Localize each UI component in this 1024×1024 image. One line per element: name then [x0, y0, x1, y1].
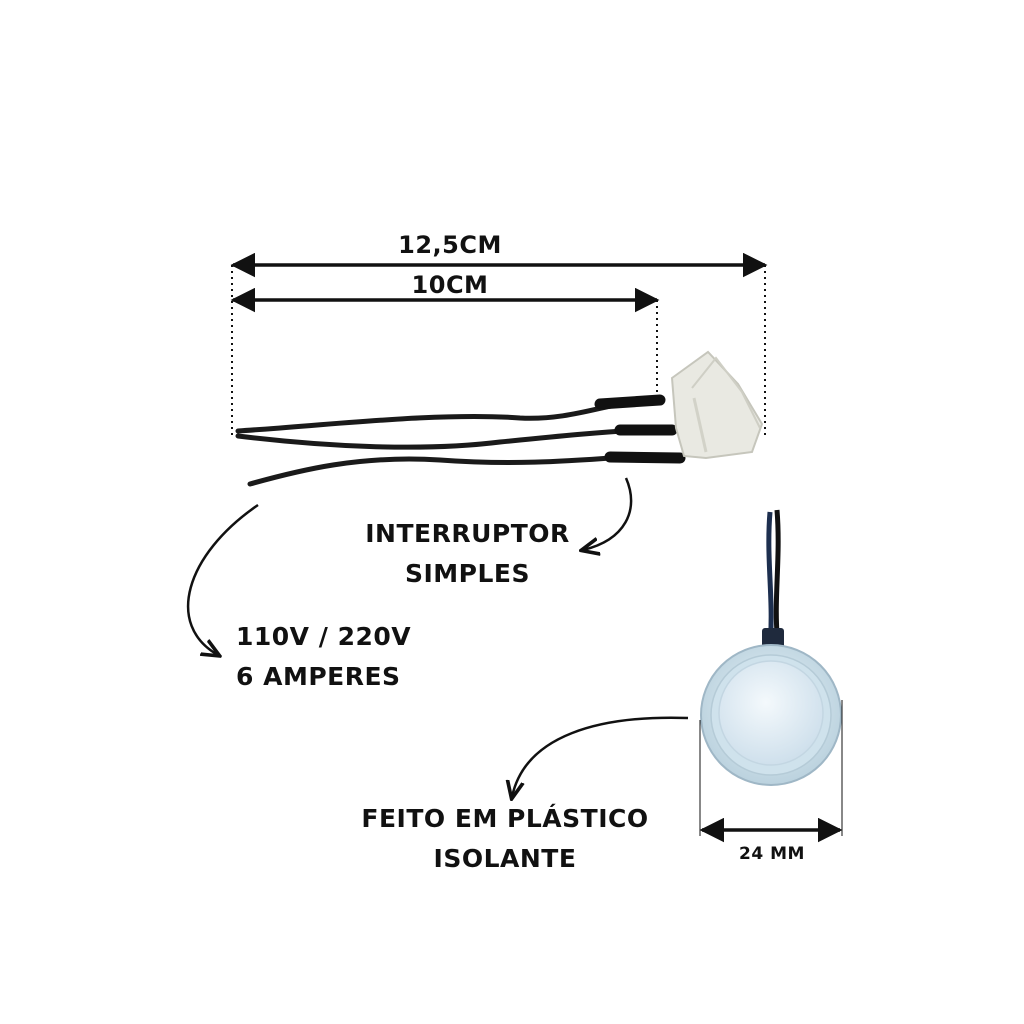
switch-wires	[235, 394, 686, 487]
wire-length-label: 10CM	[411, 271, 489, 299]
diameter-label: 24 MM	[739, 844, 805, 864]
round-switch-front-view	[700, 509, 842, 786]
arrow-to-material-label	[512, 716, 689, 797]
material-label-line2: ISOLANTE	[433, 844, 577, 873]
material-label-line1: FEITO EM PLÁSTICO	[361, 804, 649, 833]
rating-label-line2: 6 AMPERES	[236, 662, 401, 691]
switch-body-side-view	[670, 350, 764, 460]
switch-label-line2: SIMPLES	[404, 559, 531, 588]
dimension-total-length	[230, 252, 768, 436]
rating-label-line1: 110V / 220V	[236, 622, 412, 651]
total-length-label: 12,5CM	[398, 231, 502, 259]
dimension-wire-length	[230, 287, 660, 400]
switch-label-line1: INTERRUPTOR	[365, 519, 570, 548]
arrow-to-switch-label	[583, 477, 633, 550]
dimension-diameter	[699, 700, 843, 843]
arrow-to-rating-label	[186, 503, 259, 655]
